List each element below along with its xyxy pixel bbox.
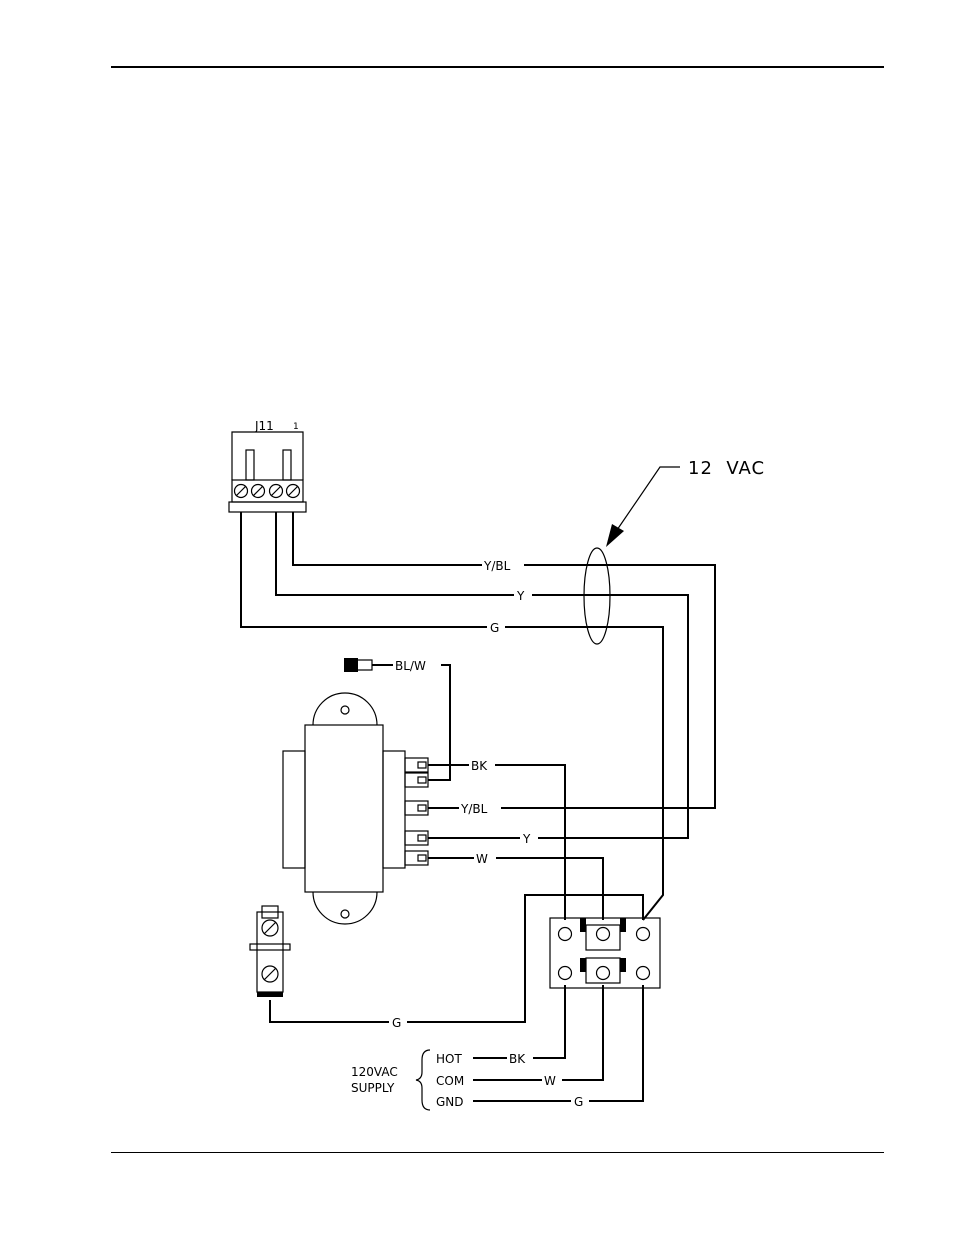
pin-1-label: 1 bbox=[293, 422, 299, 432]
screw-terminal bbox=[252, 485, 265, 498]
j11-connector: J11 1 bbox=[229, 419, 306, 512]
wire-cap-icon bbox=[344, 658, 372, 672]
supply-brace bbox=[416, 1050, 430, 1110]
label-supply-g: G bbox=[574, 1095, 583, 1109]
supply-hot-label: HOT bbox=[436, 1052, 462, 1066]
wire-supply-com bbox=[473, 985, 603, 1080]
label-blw: BL/W bbox=[395, 659, 426, 673]
label-tx-ybl: Y/BL bbox=[460, 802, 488, 816]
transformer bbox=[283, 693, 428, 924]
label-ground-g: G bbox=[392, 1016, 401, 1030]
label-supply-bk: BK bbox=[509, 1052, 526, 1066]
tab-ybl bbox=[405, 801, 428, 815]
wire-bundle-callout: 12 VAC bbox=[584, 458, 765, 644]
tab-bk bbox=[405, 758, 428, 772]
supply-title-line1: 120VAC bbox=[351, 1065, 398, 1079]
label-j11-g: G bbox=[490, 621, 499, 635]
supply-title-line2: SUPPLY bbox=[351, 1081, 395, 1095]
terminal-block bbox=[550, 918, 660, 988]
label-j11-y: Y bbox=[516, 589, 525, 603]
j11-label: J11 bbox=[254, 419, 274, 433]
tab-w bbox=[405, 851, 428, 865]
callout-arrowhead bbox=[606, 524, 624, 547]
screw-terminal bbox=[235, 485, 248, 498]
callout-12vac: 12 VAC bbox=[688, 458, 765, 479]
tab-y bbox=[405, 831, 428, 845]
supply-com-label: COM bbox=[436, 1074, 464, 1088]
wire-bk bbox=[428, 765, 565, 920]
wire-blw bbox=[372, 665, 450, 780]
screw-terminal bbox=[287, 485, 300, 498]
supply-gnd-label: GND bbox=[436, 1095, 464, 1109]
supply-block: 120VAC SUPPLY HOT COM GND bbox=[351, 1050, 464, 1110]
screw-terminal bbox=[270, 485, 283, 498]
label-tx-y: Y bbox=[522, 832, 531, 846]
tab-blw bbox=[405, 773, 428, 787]
label-tx-w: W bbox=[476, 852, 488, 866]
label-tx-bk: BK bbox=[471, 759, 488, 773]
wire-labels: Y/BL Y G BL/W BK Y/BL Y W G BK W G bbox=[389, 557, 589, 1109]
label-supply-w: W bbox=[544, 1074, 556, 1088]
label-j11-ybl: Y/BL bbox=[483, 559, 511, 573]
ground-lug bbox=[250, 906, 290, 997]
wire-w bbox=[428, 858, 603, 920]
